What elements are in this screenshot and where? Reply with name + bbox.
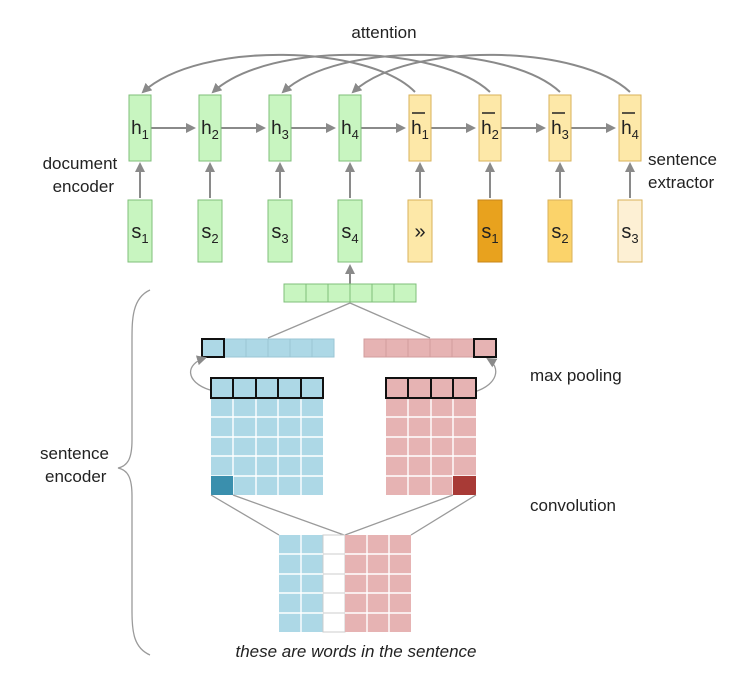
encoder-state-2: h2 — [198, 94, 222, 162]
svg-text:h3: h3 — [551, 118, 569, 142]
sentence-encoder-label: sentence encoder — [40, 444, 114, 486]
svg-text:s1: s1 — [481, 221, 498, 246]
svg-text:s1: s1 — [131, 221, 148, 246]
feature-map-pink — [385, 377, 477, 495]
extractor-state-4: h4 — [618, 94, 642, 162]
extractor-inputs: » s1 s2 s3 — [407, 199, 643, 263]
attention-arcs — [141, 53, 631, 94]
feature-map-blue — [210, 377, 324, 495]
sentence-vector — [283, 283, 417, 303]
svg-text:s3: s3 — [271, 221, 288, 246]
svg-text:h2: h2 — [201, 118, 219, 142]
pooled-vector-blue — [201, 338, 335, 358]
extractor-states: h1 h2 h3 h4 — [408, 94, 642, 162]
svg-text:s2: s2 — [201, 221, 218, 246]
extractor-input-1: » — [407, 199, 433, 263]
extractor-state-2: h2 — [478, 94, 502, 162]
svg-text:h1: h1 — [131, 118, 149, 142]
merge-lines — [267, 302, 431, 339]
encoder-inputs: s1 s2 s3 s4 — [127, 199, 363, 263]
input-arrows — [135, 162, 635, 284]
convolution-label: convolution — [530, 496, 616, 515]
encoder-input-4: s4 — [337, 199, 363, 263]
encoder-states: h1 h2 h3 h4 — [128, 94, 362, 162]
svg-text:s2: s2 — [551, 221, 568, 246]
svg-text:s4: s4 — [341, 221, 358, 246]
caption: these are words in the sentence — [236, 642, 477, 661]
attention-label: attention — [351, 23, 416, 42]
svg-text:h3: h3 — [271, 118, 289, 142]
svg-text:»: » — [414, 221, 425, 243]
extractor-input-3: s2 — [547, 199, 573, 263]
svg-text:h2: h2 — [481, 118, 499, 142]
convolution-lines — [210, 494, 477, 536]
extractor-state-3: h3 — [548, 94, 572, 162]
encoder-input-3: s3 — [267, 199, 293, 263]
document-encoder-label: document encoder — [43, 154, 122, 196]
pooling-arrows — [189, 355, 498, 393]
encoder-state-4: h4 — [338, 94, 362, 162]
encoder-state-1: h1 — [128, 94, 152, 162]
encoder-input-2: s2 — [197, 199, 223, 263]
encoder-state-3: h3 — [268, 94, 292, 162]
pooled-vector-pink — [363, 338, 497, 358]
extractor-input-2: s1 — [477, 199, 503, 263]
svg-text:h4: h4 — [341, 118, 359, 142]
svg-text:s3: s3 — [621, 221, 638, 246]
sentence-encoder-brace — [117, 289, 151, 656]
sentence-extractor-label: sentence extractor — [648, 150, 722, 192]
encoder-input-1: s1 — [127, 199, 153, 263]
extractor-input-4: s3 — [617, 199, 643, 263]
word-embedding-matrix — [279, 534, 411, 633]
extractor-state-1: h1 — [408, 94, 432, 162]
svg-text:h4: h4 — [621, 118, 639, 142]
max-pooling-label: max pooling — [530, 366, 622, 385]
svg-text:h1: h1 — [411, 118, 429, 142]
